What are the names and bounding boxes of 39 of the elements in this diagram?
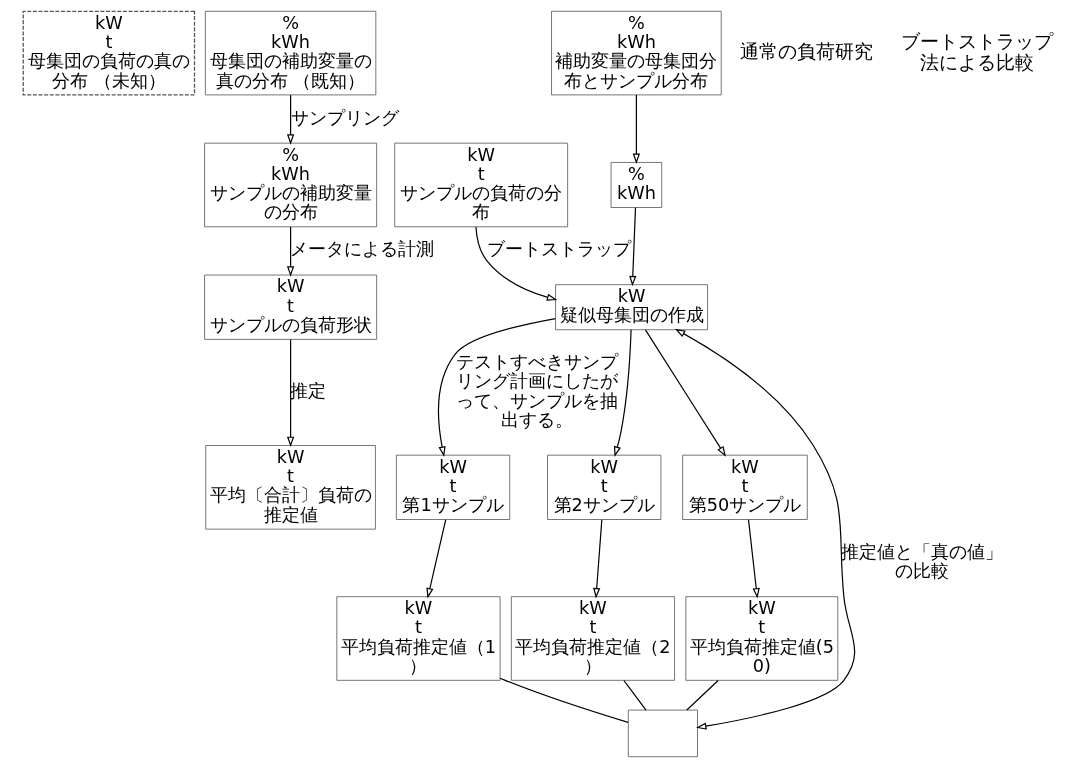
edge-label: テストすべきサンプリング計画にしたがって、サンプルを抽出する。: [455, 352, 618, 430]
node-box: kW t 第50サンプル: [681, 454, 808, 520]
node-box: kW t サンプルの負荷の分布: [393, 142, 568, 228]
arrow: [474, 226, 557, 301]
arrow: [425, 519, 446, 599]
node-box: % kWh サンプルの補助変量の分布: [203, 142, 377, 228]
node-box: kW t 第1サンプル: [395, 454, 510, 520]
label: ブートストラップ法による比較: [900, 29, 1053, 74]
arrow: [286, 94, 294, 145]
node-box: [627, 709, 698, 758]
node-box: kW 疑似母集団の作成: [554, 284, 708, 331]
arrow: [286, 226, 294, 277]
arrow: [674, 328, 855, 730]
arrow: [632, 94, 640, 164]
edge-label: サンプリング: [290, 107, 399, 128]
arrow: [644, 329, 726, 457]
arrow: [437, 317, 556, 457]
node-box: kW t 平均〔合計〕負荷の推定値: [204, 445, 376, 530]
arrow: [592, 519, 602, 599]
node-box: kW t 母集団の負荷の真の分布 （未知）: [22, 10, 195, 96]
arrow: [286, 338, 294, 448]
edge-label: 推定: [289, 380, 326, 401]
edge-label: ブートストラップ: [486, 239, 631, 260]
arrow: [613, 329, 632, 457]
node-box: kW t 平均負荷推定値（2）: [510, 596, 675, 681]
node-box: % kWh 補助変量の母集団分布とサンプル分布: [550, 10, 722, 96]
connector: [622, 679, 647, 711]
connector: [499, 677, 629, 723]
node-box: kW t 平均負荷推定値（1）: [335, 596, 500, 681]
node-box: % kWh 母集団の補助変量の真の分布 （既知）: [204, 10, 376, 96]
label: 通常の負荷研究: [739, 40, 873, 64]
edge-label: メータによる計測: [289, 239, 434, 260]
node-box: kW t 平均負荷推定値(50): [684, 596, 838, 681]
arrow: [747, 519, 760, 599]
connector: [685, 679, 719, 711]
node-box: kW t サンプルの負荷形状: [203, 274, 377, 340]
node-box: kW t 第2サンプル: [546, 454, 661, 520]
arrow: [628, 207, 636, 287]
node-box: % kWh: [610, 162, 662, 208]
